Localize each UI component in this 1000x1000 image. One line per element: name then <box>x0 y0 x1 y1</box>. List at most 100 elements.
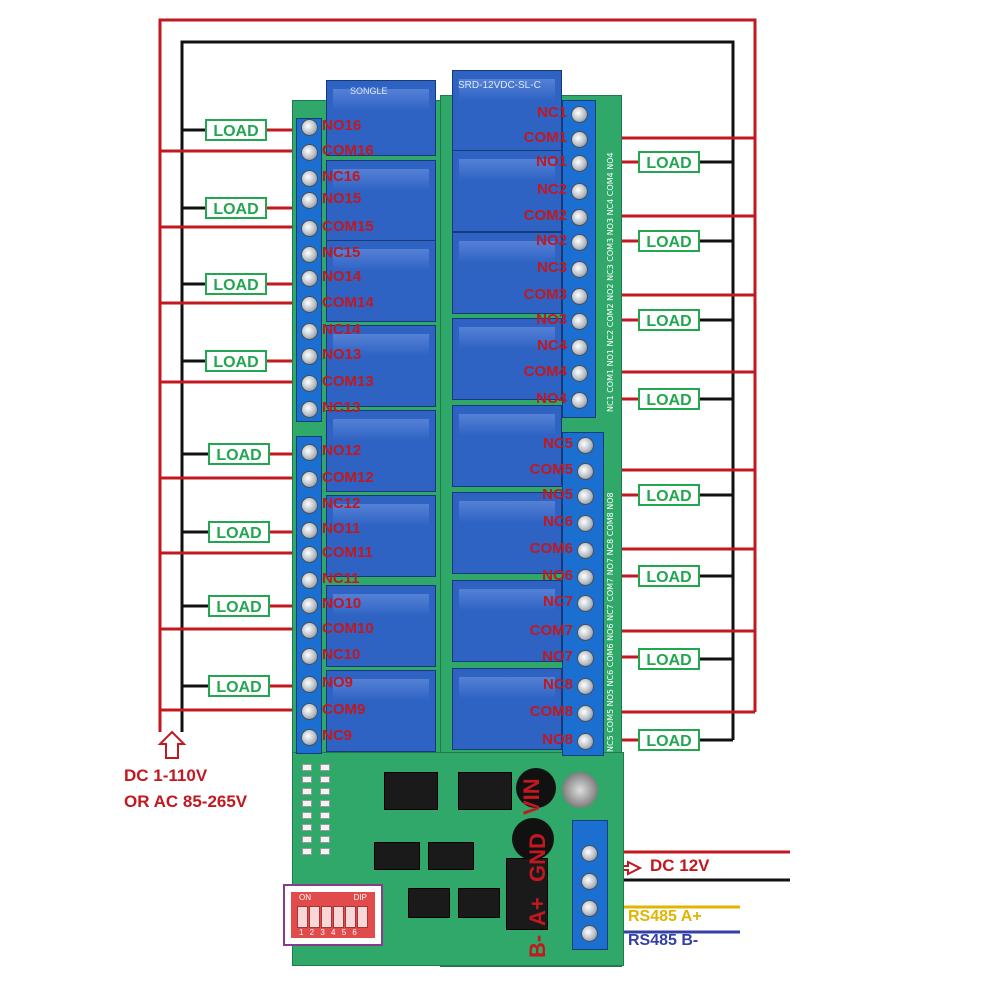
vin-screw[interactable] <box>581 845 598 862</box>
dip-switch-6[interactable] <box>357 906 368 928</box>
load-box: LOAD <box>638 484 700 506</box>
terminal-screw-com6[interactable] <box>577 542 594 559</box>
terminal-label-no: NO13 <box>322 346 362 363</box>
terminal-label-com: COM11 <box>322 544 373 561</box>
terminal-screw-com16[interactable] <box>301 144 318 161</box>
ic-chip <box>384 772 438 810</box>
terminal-screw-nc1[interactable] <box>571 106 588 123</box>
terminal-screw-com9[interactable] <box>301 703 318 720</box>
terminal-screw-nc3[interactable] <box>571 261 588 278</box>
terminal-screw-nc11[interactable] <box>301 572 318 589</box>
terminal-label-no: NO16 <box>322 117 362 134</box>
terminal-screw-nc13[interactable] <box>301 401 318 418</box>
status-led <box>320 836 330 843</box>
relay-module <box>452 70 562 152</box>
terminal-label-no: NO5 <box>542 486 573 503</box>
dip-switch-5[interactable] <box>345 906 356 928</box>
terminal-screw-com8[interactable] <box>577 705 594 722</box>
terminal-label-nc: NC1 <box>536 104 567 121</box>
terminal-screw-com5[interactable] <box>577 463 594 480</box>
terminal-screw-com2[interactable] <box>571 209 588 226</box>
terminal-screw-nc8[interactable] <box>577 678 594 695</box>
terminal-screw-nc5[interactable] <box>577 437 594 454</box>
dip-switch-4[interactable] <box>333 906 344 928</box>
relay-module <box>326 160 436 242</box>
terminal-screw-nc15[interactable] <box>301 246 318 263</box>
terminal-label-com: COM13 <box>322 373 374 390</box>
terminal-screw-no4[interactable] <box>571 392 588 409</box>
terminal-screw-nc16[interactable] <box>301 170 318 187</box>
load-box: LOAD <box>208 521 270 543</box>
ic-chip <box>374 842 420 870</box>
load-box: LOAD <box>638 565 700 587</box>
relay-module <box>326 585 436 667</box>
terminal-screw-no8[interactable] <box>577 733 594 750</box>
ic-chip <box>458 772 512 810</box>
dip-switch-2[interactable] <box>309 906 320 928</box>
terminal-screw-com7[interactable] <box>577 624 594 641</box>
terminal-screw-com10[interactable] <box>301 622 318 639</box>
terminal-screw-nc9[interactable] <box>301 729 318 746</box>
load-box: LOAD <box>638 230 700 252</box>
terminal-screw-no10[interactable] <box>301 597 318 614</box>
terminal-screw-no11[interactable] <box>301 522 318 539</box>
terminal-screw-no1[interactable] <box>571 155 588 172</box>
relay-brand-text: SONGLE <box>350 86 388 96</box>
terminal-screw-nc4[interactable] <box>571 339 588 356</box>
load-box: LOAD <box>205 119 267 141</box>
terminal-label-no: NO8 <box>542 731 573 748</box>
gnd-screw[interactable] <box>581 873 598 890</box>
terminal-screw-no6[interactable] <box>577 569 594 586</box>
terminal-screw-nc10[interactable] <box>301 648 318 665</box>
status-led <box>320 764 330 771</box>
terminal-label-com: COM7 <box>529 622 573 639</box>
red-supply-loop <box>158 18 757 732</box>
dip-switch-3[interactable] <box>321 906 332 928</box>
terminal-screw-no5[interactable] <box>577 488 594 505</box>
terminal-label-nc: NC3 <box>536 259 567 276</box>
terminal-screw-no7[interactable] <box>577 650 594 667</box>
terminal-screw-com12[interactable] <box>301 471 318 488</box>
terminal-screw-nc12[interactable] <box>301 497 318 514</box>
terminal-screw-no15[interactable] <box>301 192 318 209</box>
terminal-screw-com13[interactable] <box>301 375 318 392</box>
terminal-screw-com4[interactable] <box>571 365 588 382</box>
load-box: LOAD <box>208 675 270 697</box>
b-screw[interactable] <box>581 925 598 942</box>
terminal-screw-com15[interactable] <box>301 220 318 237</box>
status-led <box>302 824 312 831</box>
terminal-label-nc: NC7 <box>542 593 573 610</box>
terminal-label-com: COM14 <box>322 294 374 311</box>
terminal-screw-no3[interactable] <box>571 313 588 330</box>
terminal-screw-com11[interactable] <box>301 546 318 563</box>
terminal-screw-no12[interactable] <box>301 444 318 461</box>
relay-module <box>452 405 562 487</box>
terminal-screw-nc14[interactable] <box>301 323 318 340</box>
terminal-label-nc: NC8 <box>542 676 573 693</box>
terminal-screw-com3[interactable] <box>571 288 588 305</box>
black-return-loop <box>180 40 735 740</box>
terminal-label-com: COM10 <box>322 620 374 637</box>
terminal-screw-nc7[interactable] <box>577 595 594 612</box>
load-box: LOAD <box>638 309 700 331</box>
terminal-screw-no2[interactable] <box>571 234 588 251</box>
terminal-screw-no14[interactable] <box>301 270 318 287</box>
status-led <box>320 776 330 783</box>
terminal-screw-com14[interactable] <box>301 296 318 313</box>
a-screw[interactable] <box>581 900 598 917</box>
right-pin-silkscreen-top: NC1 COM1 NO1 NC2 COM2 NO2 NC3 COM3 NO3 N… <box>606 152 615 412</box>
terminal-screw-no16[interactable] <box>301 119 318 136</box>
terminal-screw-no13[interactable] <box>301 348 318 365</box>
dip-switch[interactable]: ON DIP 1 2 3 4 5 6 <box>283 884 383 946</box>
dip-switch-1[interactable] <box>297 906 308 928</box>
terminal-screw-nc2[interactable] <box>571 183 588 200</box>
terminal-screw-com1[interactable] <box>571 131 588 148</box>
terminal-label-com: COM15 <box>322 218 374 235</box>
terminal-screw-nc6[interactable] <box>577 515 594 532</box>
terminal-screw-no9[interactable] <box>301 676 318 693</box>
terminal-label-com: COM6 <box>529 540 573 557</box>
supply-note-line2: OR AC 85-265V <box>124 792 248 811</box>
load-box: LOAD <box>208 595 270 617</box>
terminal-label-no: NO14 <box>322 268 362 285</box>
capacitor <box>516 768 556 808</box>
